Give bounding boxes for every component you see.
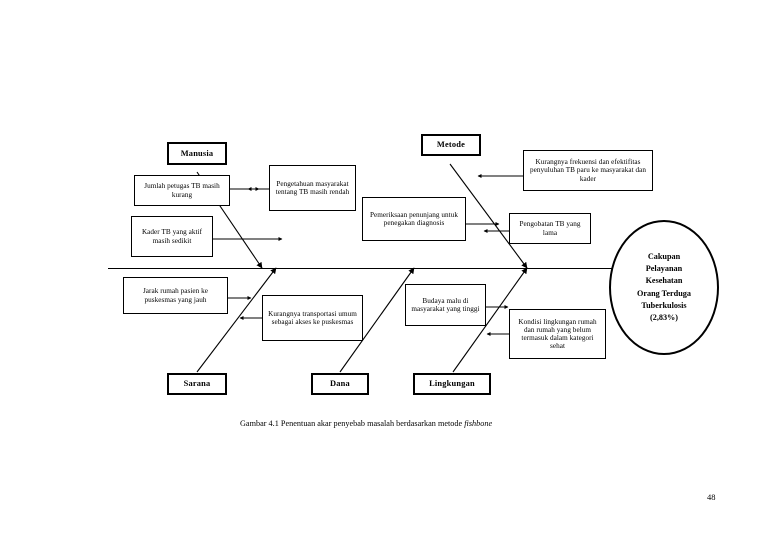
- category-label-dana: Dana: [330, 379, 350, 389]
- effect-ellipse[interactable]: Cakupan Pelayanan Kesehatan Orang Terdug…: [609, 220, 719, 355]
- effect-line-6: (2,83%): [650, 313, 678, 323]
- effect-line-5: Tuberkulosis: [641, 300, 687, 310]
- figure-caption: Gambar 4.1 Penentuan akar penyebab masal…: [240, 419, 492, 428]
- effect-line-3: Kesehatan: [645, 276, 683, 286]
- caption-prefix: Gambar 4.1 Penentuan akar penyebab masal…: [240, 419, 465, 428]
- cause-box-budaya-malu[interactable]: Budaya malu di masyarakat yang tinggi: [405, 284, 486, 326]
- category-label-sarana: Sarana: [183, 379, 211, 389]
- cause-label-jarak-rumah: Jarak rumah pasien ke puskesmas yang jau…: [142, 287, 209, 304]
- cause-label-jumlah-petugas: Jumlah petugas TB masih kurang: [144, 182, 220, 199]
- cause-box-kondisi-lingkungan-rumah[interactable]: Kondisi lingkungan rumah dan rumah yang …: [509, 309, 606, 359]
- page-number: 48: [707, 492, 716, 502]
- cause-label-budaya-malu: Budaya malu di masyarakat yang tinggi: [411, 296, 480, 313]
- cause-box-frekuensi-penyuluhan[interactable]: Kurangnya frekuensi dan efektifitas peny…: [523, 150, 653, 191]
- cause-label-kondisi-lingkungan-rumah: Kondisi lingkungan rumah dan rumah yang …: [518, 317, 597, 351]
- caption-italic-term: fishbone: [464, 419, 493, 428]
- cause-label-frekuensi-penyuluhan: Kurangnya frekuensi dan efektifitas peny…: [529, 158, 647, 183]
- cause-label-kurangnya-transportasi: Kurangnya transportasi umum sebagai akse…: [268, 309, 357, 326]
- category-box-lingkungan[interactable]: Lingkungan: [413, 373, 491, 395]
- cause-label-pengetahuan-masyarakat: Pengetahuan masyarakat tentang TB masih …: [275, 179, 350, 196]
- rib-sarana: [196, 267, 277, 373]
- category-label-metode: Metode: [436, 140, 466, 150]
- category-box-metode[interactable]: Metode: [421, 134, 481, 156]
- effect-line-1: Cakupan: [647, 251, 681, 261]
- category-label-lingkungan: Lingkungan: [429, 379, 475, 389]
- rib-metode: [449, 163, 528, 269]
- cause-box-pengobatan-lama[interactable]: Pengobatan TB yang lama: [509, 213, 591, 244]
- cause-box-jarak-rumah[interactable]: Jarak rumah pasien ke puskesmas yang jau…: [123, 277, 228, 314]
- category-label-manusia: Manusia: [180, 148, 214, 158]
- rib-dana: [339, 267, 415, 373]
- cause-label-pengobatan-lama: Pengobatan TB yang lama: [519, 220, 581, 237]
- category-box-manusia[interactable]: Manusia: [167, 142, 227, 165]
- cause-box-kader-tb-aktif[interactable]: Kader TB yang aktif masih sedikit: [131, 216, 213, 257]
- cause-box-pengetahuan-masyarakat[interactable]: Pengetahuan masyarakat tentang TB masih …: [269, 165, 356, 211]
- cause-label-pemeriksaan-penunjang: Pemeriksaan penunjang untuk penegakan di…: [370, 210, 458, 227]
- effect-line-4: Orang Terduga: [637, 288, 691, 298]
- cause-box-jumlah-petugas[interactable]: Jumlah petugas TB masih kurang: [134, 175, 230, 206]
- rib-lingkungan: [452, 267, 528, 373]
- effect-line-2: Pelayanan: [645, 263, 683, 273]
- effect-text: Cakupan Pelayanan Kesehatan Orang Terdug…: [637, 251, 691, 325]
- category-box-dana[interactable]: Dana: [311, 373, 369, 395]
- category-box-sarana[interactable]: Sarana: [167, 373, 227, 395]
- cause-box-pemeriksaan-penunjang[interactable]: Pemeriksaan penunjang untuk penegakan di…: [362, 197, 466, 241]
- cause-box-kurangnya-transportasi[interactable]: Kurangnya transportasi umum sebagai akse…: [262, 295, 363, 341]
- cause-label-kader-tb-aktif: Kader TB yang aktif masih sedikit: [141, 228, 203, 245]
